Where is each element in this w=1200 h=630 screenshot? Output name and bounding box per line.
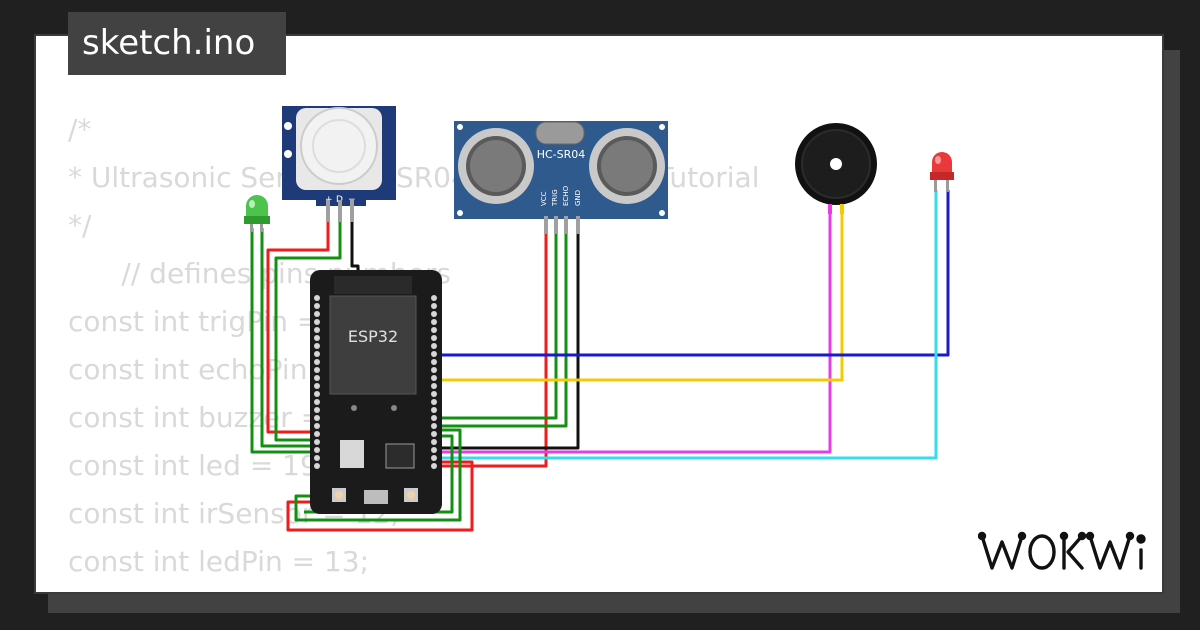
wire-loop-red (286, 460, 474, 532)
wire-led-green-a (250, 228, 315, 454)
us-pin-vcc-label: VCC (540, 191, 548, 206)
esp32-pins-right (431, 295, 437, 469)
wires (250, 190, 950, 532)
wire-pir-data (274, 220, 342, 442)
buzzer (795, 123, 877, 214)
wire-us-trig (436, 232, 558, 420)
wire-led-red-b (436, 190, 938, 460)
us-pin-trig-label: TRIG (551, 189, 559, 207)
us-pin-gnd-label: GND (574, 190, 582, 206)
wokwi-logo (978, 531, 1146, 570)
led-red (930, 152, 954, 192)
esp32-label: ESP32 (348, 327, 398, 346)
wire-loop-green-a (294, 428, 462, 522)
pir-sensor: + D − (282, 106, 396, 222)
file-tab-label: sketch.ino (82, 23, 256, 63)
file-tab[interactable]: sketch.ino (68, 12, 286, 75)
code-line: const int trigPin = 5; (68, 305, 357, 338)
code-line: const int ledPin = 13; (68, 545, 370, 578)
wire-us-echo (436, 232, 568, 428)
wire-led-green-b (260, 228, 315, 448)
wire-pir-vcc (266, 220, 330, 434)
wire-us-gnd (436, 232, 580, 450)
code-line: /* (68, 113, 92, 146)
wire-pir-gnd (350, 220, 360, 270)
wire-buzzer-b (436, 206, 844, 382)
us-pin-echo-label: ECHO (562, 185, 570, 206)
ultrasonic-sensor: HC-SR04 VCC TRIG ECHO GND (454, 121, 668, 234)
wire-buzzer-a (436, 206, 832, 454)
code-line: const int irSensor = 12; (68, 497, 400, 530)
wire-led-red-a (436, 190, 950, 357)
led-green (244, 195, 270, 232)
esp32-pins-left (314, 295, 320, 469)
ultrasonic-label: HC-SR04 (537, 148, 586, 161)
code-line: */ (68, 209, 92, 242)
esp32-board: ESP32 (310, 270, 442, 514)
